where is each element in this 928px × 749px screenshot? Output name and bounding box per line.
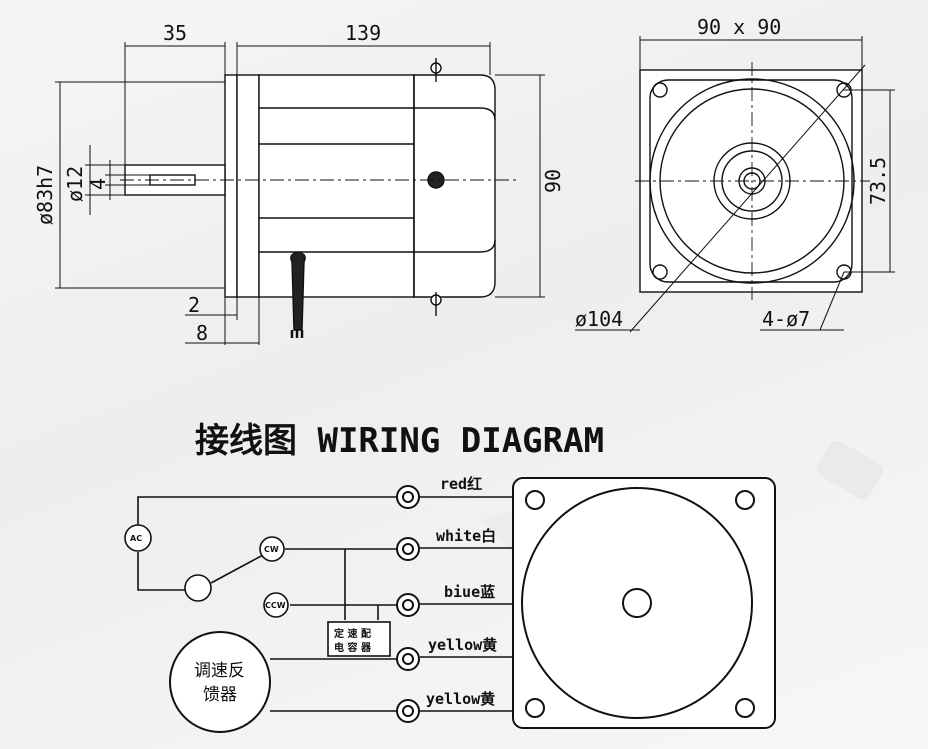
wiring-lines <box>137 496 513 712</box>
front-view-dimensions <box>575 36 895 331</box>
ac-label: AC <box>130 534 142 543</box>
controller-label-line2: 馈器 <box>203 685 237 705</box>
terminal-label-white: white白 <box>436 527 496 545</box>
capacitor-label-line2: 电 容 器 <box>334 641 372 654</box>
dim-bolt-circle: ø104 <box>575 307 623 331</box>
front-view <box>629 62 870 333</box>
terminal-label-red: red红 <box>440 475 482 493</box>
terminal-label-yellow-2: yellow黄 <box>426 690 495 708</box>
ac-source-symbol: AC <box>124 524 152 552</box>
dim-flange-size: 90 x 90 <box>697 15 781 39</box>
ccw-label: CCW <box>265 601 286 610</box>
dim-pilot-depth: 8 <box>196 321 208 345</box>
side-view <box>120 58 520 338</box>
wiring-motor <box>512 477 776 729</box>
speed-controller: 调速反 馈器 <box>169 631 271 733</box>
terminal-label-yellow-1: yellow黄 <box>428 636 497 654</box>
terminal-label-blue: biue蓝 <box>444 583 495 601</box>
side-view-dimensions <box>55 42 545 345</box>
dim-shaft-diameter: ø12 <box>63 166 87 202</box>
terminal-circles <box>396 485 420 723</box>
capacitor-box: 定 速 配 电 容 器 <box>327 621 391 657</box>
cw-label: CW <box>264 545 279 554</box>
dim-mount-holes: 4-ø7 <box>762 307 810 331</box>
dim-shaft-length: 35 <box>163 21 187 45</box>
dim-motor-height: 90 <box>541 169 565 193</box>
dim-flange-thickness: 2 <box>188 293 200 317</box>
capacitor-label-line1: 定 速 配 <box>334 627 371 640</box>
dim-bolt-spacing: 73.5 <box>866 157 890 205</box>
dim-body-length: 139 <box>345 21 381 45</box>
controller-label-line1: 调速反 <box>194 661 245 681</box>
dim-key-width: 4 <box>86 178 110 190</box>
wiring-title: 接线图 WIRING DIAGRAM <box>195 421 604 461</box>
dim-pilot-diameter: ø83h7 <box>33 165 57 225</box>
switch-symbol: CW CCW <box>184 536 289 618</box>
